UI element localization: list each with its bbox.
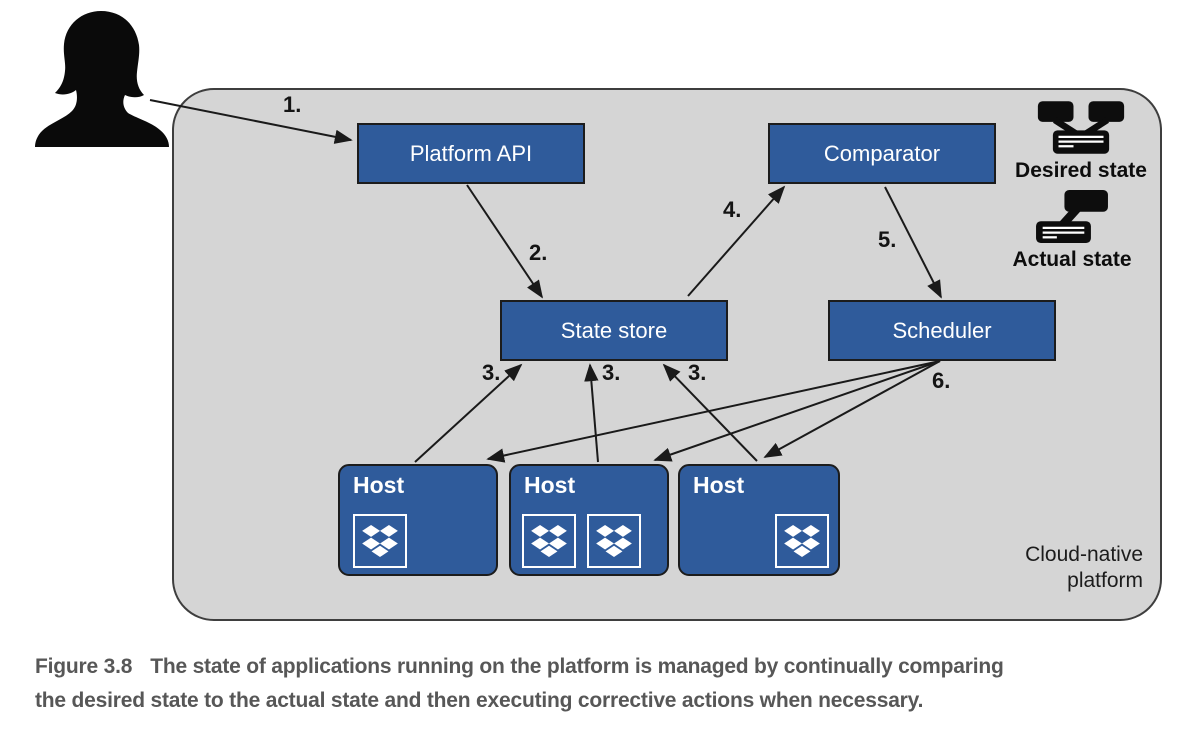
step-label-5: 5. bbox=[878, 227, 897, 252]
user-silhouette-icon bbox=[35, 11, 169, 147]
host-label: Host bbox=[524, 472, 576, 498]
desired-state-label: Desired state bbox=[1015, 159, 1147, 182]
host-node-1: Host bbox=[338, 464, 498, 576]
state-store-label: State store bbox=[560, 317, 668, 343]
step-label-3a: 3. bbox=[482, 360, 501, 385]
figure-caption-label: Figure 3.8 bbox=[35, 655, 133, 678]
figure-caption-line2: the desired state to the actual state an… bbox=[35, 689, 924, 712]
dropbox-app-icon bbox=[596, 525, 632, 557]
app-instance-box bbox=[587, 514, 641, 568]
actual-state-label: Actual state bbox=[1012, 248, 1132, 271]
app-instance-box bbox=[353, 514, 407, 568]
dropbox-app-icon bbox=[531, 525, 567, 557]
step-label-3b: 3. bbox=[602, 360, 621, 385]
app-instance-box bbox=[522, 514, 576, 568]
app-instance-box bbox=[775, 514, 829, 568]
step-label-4: 4. bbox=[723, 197, 742, 222]
actual-state-icon bbox=[1036, 190, 1108, 243]
host-node-3: Host bbox=[678, 464, 840, 576]
scheduler-label: Scheduler bbox=[892, 317, 992, 343]
comparator-label: Comparator bbox=[823, 140, 941, 166]
actual-state-legend: Actual state bbox=[992, 190, 1152, 272]
dropbox-app-icon bbox=[362, 525, 398, 557]
figure-caption-line1: The state of applications running on the… bbox=[150, 655, 1004, 678]
step-label-2: 2. bbox=[529, 240, 548, 265]
host-node-2: Host bbox=[509, 464, 669, 576]
desired-state-icon bbox=[1037, 101, 1125, 154]
host-label: Host bbox=[693, 472, 745, 498]
state-store-node: State store bbox=[500, 300, 728, 361]
step-label-1: 1. bbox=[283, 92, 302, 117]
dropbox-app-icon bbox=[784, 525, 820, 557]
comparator-node: Comparator bbox=[768, 123, 996, 184]
desired-state-legend: Desired state bbox=[995, 101, 1167, 183]
step-label-6: 6. bbox=[932, 368, 951, 393]
figure-caption: Figure 3.8 The state of applications runn… bbox=[35, 650, 1170, 718]
step-label-3c: 3. bbox=[688, 360, 707, 385]
platform-api-label: Platform API bbox=[409, 140, 533, 166]
scheduler-node: Scheduler bbox=[828, 300, 1056, 361]
platform-api-node: Platform API bbox=[357, 123, 585, 184]
host-label: Host bbox=[353, 472, 405, 498]
cloud-native-platform-label: Cloud-native platform bbox=[1025, 543, 1143, 592]
